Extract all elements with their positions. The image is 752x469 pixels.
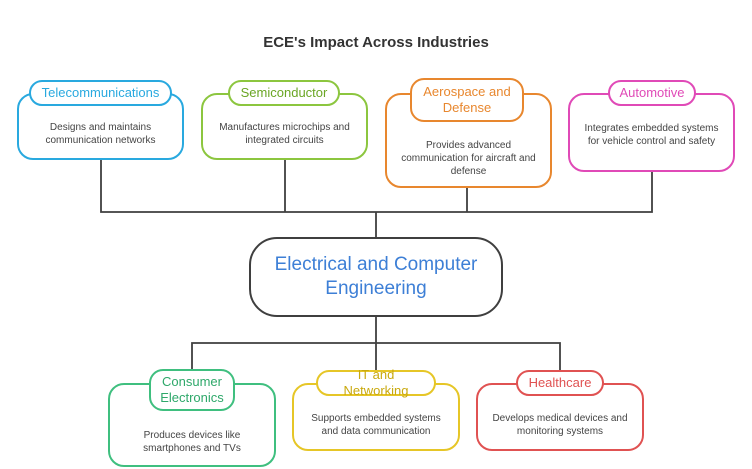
it-networking-card: Supports embedded systems and data commu… <box>292 383 460 451</box>
healthcare-description: Develops medical devices and monitoring … <box>492 413 628 437</box>
connector-top-outer <box>100 160 653 213</box>
consumer-electronics-label: Consumer Electronics <box>149 369 235 411</box>
ece-center-node: Electrical and Computer Engineering <box>249 237 503 317</box>
it-networking-label: IT and Networking <box>316 367 436 398</box>
automotive-card: Integrates embedded systems for vehicle … <box>568 93 735 172</box>
automotive-description: Integrates embedded systems for vehicle … <box>584 123 719 147</box>
aerospace-label: Aerospace and Defense <box>410 78 524 122</box>
semiconductor-description: Manufactures microchips and integrated c… <box>219 122 350 146</box>
consumer-electronics-description: Produces devices like smartphones and TV… <box>143 430 241 454</box>
diagram-title: ECE's Impact Across Industries <box>263 34 489 51</box>
telecommunications-label: Telecommunications <box>29 80 172 106</box>
healthcare-label: Healthcare <box>516 370 604 396</box>
it-networking-description: Supports embedded systems and data commu… <box>311 413 441 437</box>
automotive-label: Automotive <box>608 80 696 106</box>
semiconductor-label: Semiconductor <box>228 80 340 106</box>
telecommunications-description: Designs and maintains communication netw… <box>45 122 156 146</box>
aerospace-description: Provides advanced communication for airc… <box>401 140 536 177</box>
